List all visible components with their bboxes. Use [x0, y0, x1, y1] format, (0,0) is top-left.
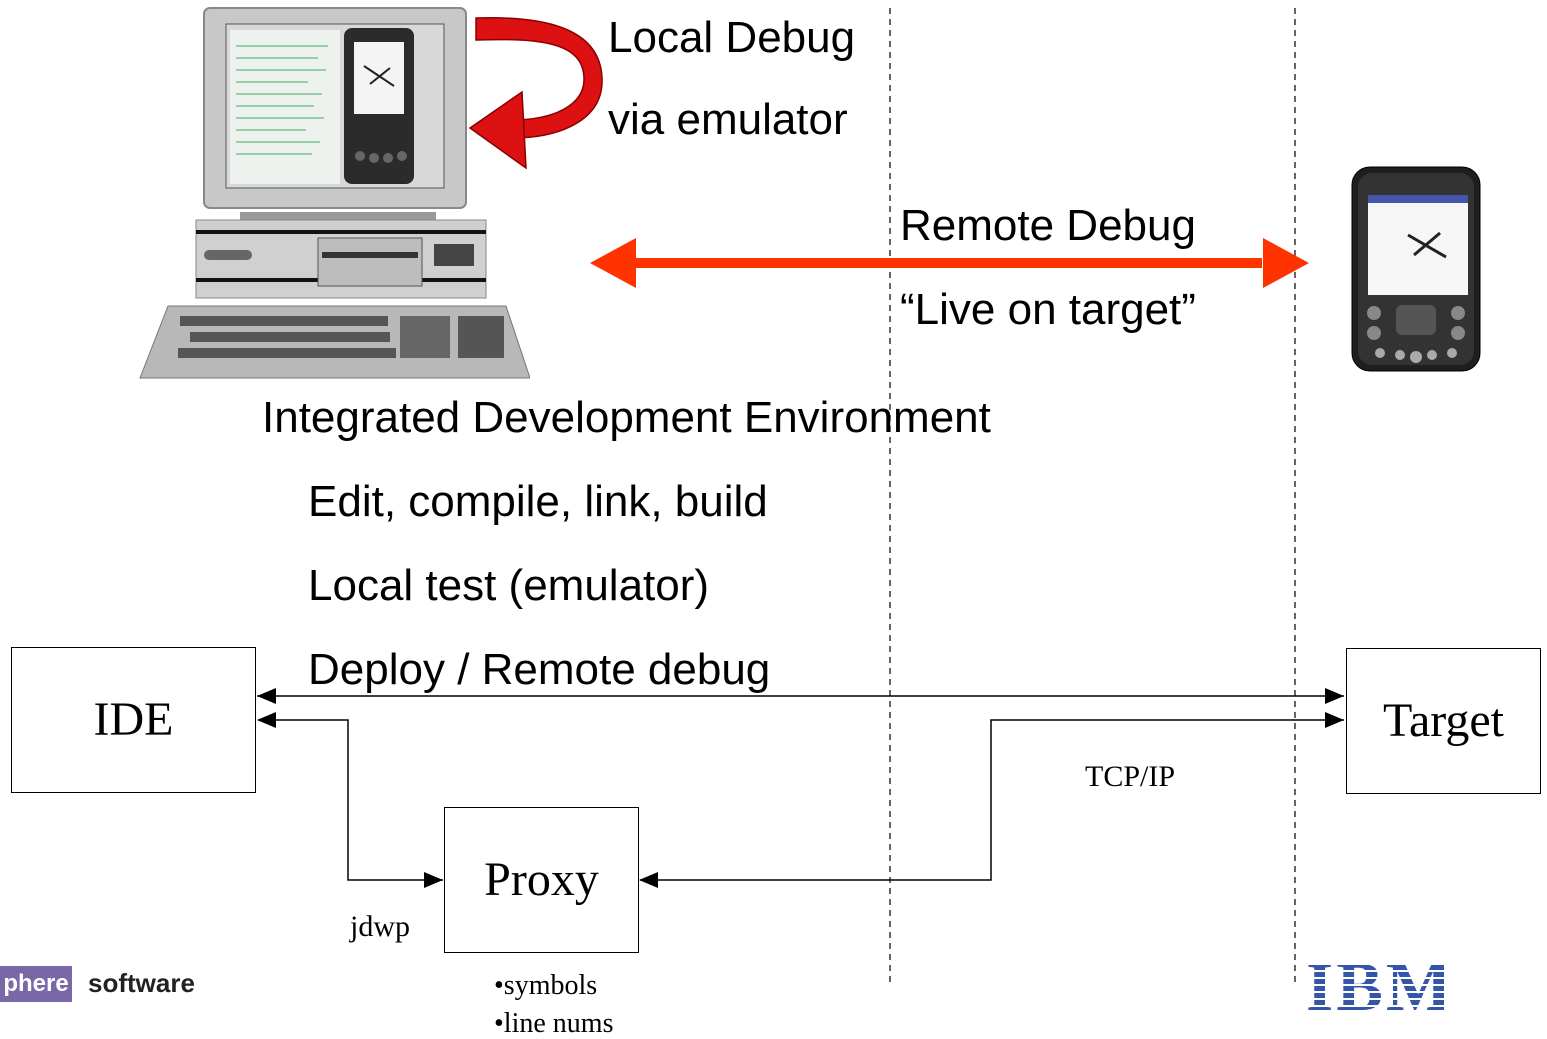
ide-item-edit: Edit, compile, link, build	[308, 477, 768, 526]
desktop-computer-icon	[139, 7, 530, 379]
brand-left-text: phere	[3, 970, 69, 997]
arrowhead-proxy-left	[424, 872, 443, 888]
arrowhead-proxy-right	[639, 872, 658, 888]
ide-proxy-connector	[258, 719, 443, 881]
proxy-box-label: Proxy	[484, 853, 599, 906]
arrowhead-target-top	[1325, 688, 1344, 704]
ide-section-title: Integrated Development Environment	[262, 393, 991, 442]
target-box: Target	[1346, 648, 1541, 794]
proxy-note-symbols: •symbols	[494, 970, 598, 1001]
remote-debug-arrow	[590, 238, 1309, 288]
ibm-logo-text: IBM	[1306, 958, 1444, 1018]
remote-debug-label: Remote Debug	[900, 201, 1196, 250]
brand-badge: phere	[0, 966, 72, 1002]
arrowhead-ide-top	[257, 688, 276, 704]
brand-right-text: software	[88, 968, 195, 998]
target-box-label: Target	[1382, 694, 1505, 747]
ibm-logo: IBM	[1306, 958, 1444, 1018]
ide-item-local-test: Local test (emulator)	[308, 561, 710, 610]
arrowhead-ide-bottom	[257, 712, 276, 728]
ide-item-deploy: Deploy / Remote debug	[308, 645, 771, 694]
target-proxy-connector	[640, 719, 1344, 881]
live-on-target-label: “Live on target”	[900, 285, 1196, 334]
ide-box-label: IDE	[93, 693, 174, 746]
proxy-box: Proxy	[444, 807, 639, 953]
proxy-note-line-nums: •line nums	[494, 1008, 614, 1039]
tcpip-label: TCP/IP	[1085, 760, 1176, 793]
handheld-device-icon	[1351, 166, 1481, 372]
ide-box: IDE	[11, 647, 256, 793]
local-debug-curve-arrow	[468, 17, 603, 170]
via-emulator-label: via emulator	[608, 95, 848, 144]
jdwp-label: jdwp	[350, 910, 410, 943]
arrowhead-target-bottom	[1325, 712, 1344, 728]
local-debug-label: Local Debug	[608, 13, 856, 62]
